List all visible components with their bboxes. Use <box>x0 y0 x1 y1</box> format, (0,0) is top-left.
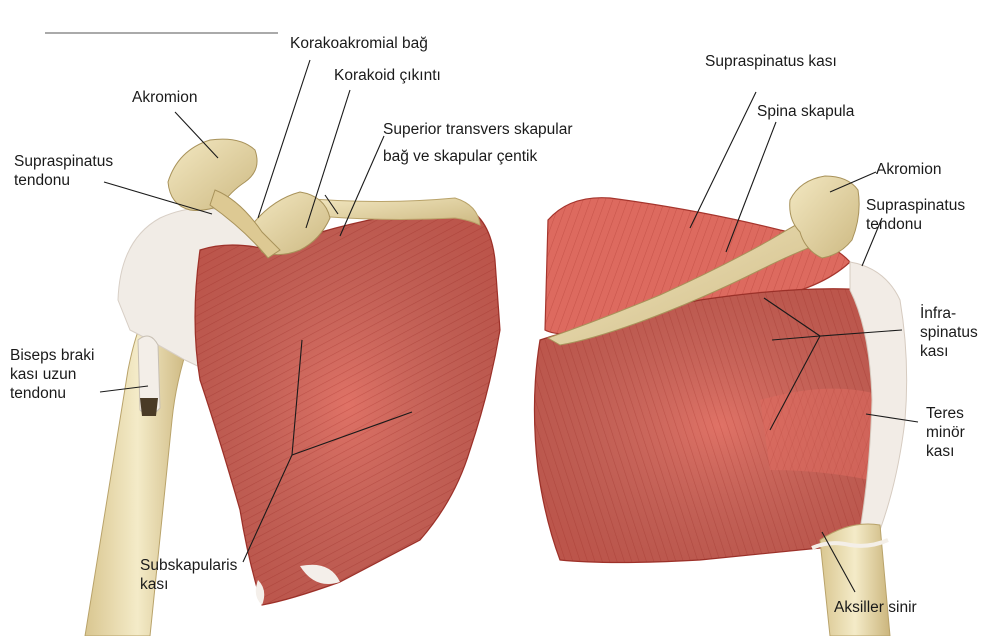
label-korakoid-cikinti: Korakoid çıkıntı <box>334 66 441 85</box>
posterior-view <box>534 176 906 636</box>
label-korakoakromial-bag: Korakoakromial bağ <box>290 34 428 53</box>
label-supraspinatus-kasi: Supraspinatus kası <box>705 52 837 71</box>
label-supraspinatus-tendonu-right: Supraspinatus tendonu <box>866 196 965 234</box>
label-subskapularis: Subskapularis kası <box>140 556 237 594</box>
label-biseps-braki: Biseps braki kası uzun tendonu <box>10 346 94 403</box>
label-akromion-left: Akromion <box>132 88 197 107</box>
label-akromion-right: Akromion <box>876 160 941 179</box>
label-infraspinatus: İnfra- spinatus kası <box>920 304 978 361</box>
label-superior-transvers: Superior transvers skapular bağ ve skapu… <box>383 116 573 170</box>
label-teres-minor: Teres minör kası <box>926 404 965 461</box>
label-spina-skapula: Spina skapula <box>757 102 854 121</box>
label-aksiller-sinir: Aksiller sinir <box>834 598 917 617</box>
label-supraspinatus-tendonu-left: Supraspinatus tendonu <box>14 152 113 190</box>
